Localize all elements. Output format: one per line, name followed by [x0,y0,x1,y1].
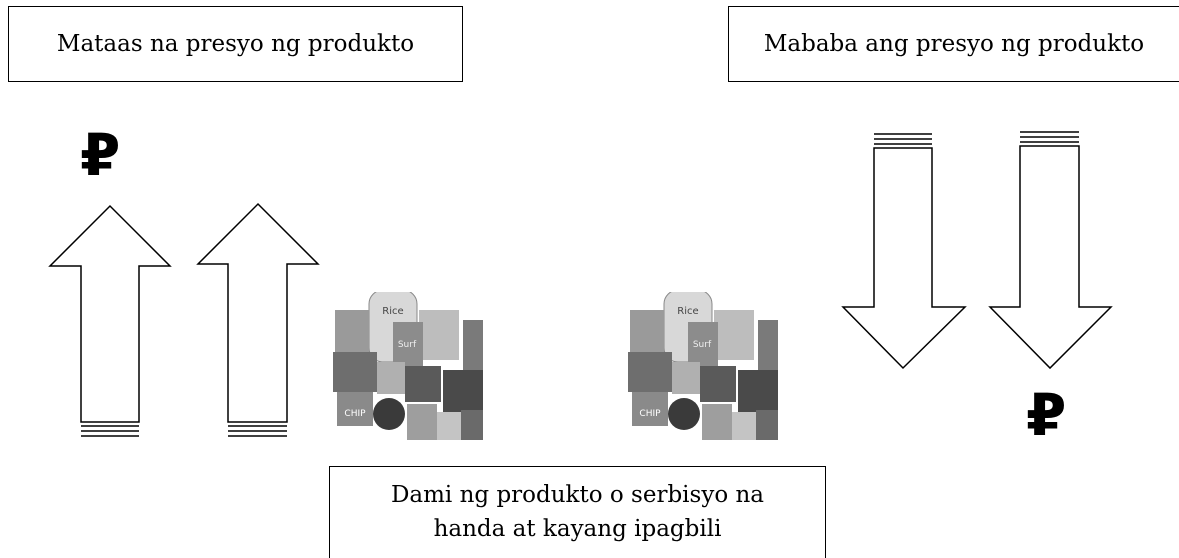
grocery-products-icon: Rice Surf CHIP [333,292,485,442]
svg-text:Rice: Rice [382,306,403,317]
svg-text:Surf: Surf [693,340,712,350]
low-price-box: Mababa ang presyo ng produkto [728,6,1179,82]
up-arrow-1 [48,204,172,437]
peso-sign-high: ₽ [80,121,121,189]
low-price-label: Mababa ang presyo ng produkto [763,31,1145,57]
down-arrow-2 [988,131,1113,370]
up-arrow-2 [196,202,320,437]
high-price-label: Mataas na presyo ng produkto [56,31,415,57]
down-arrow-1 [841,133,967,370]
products-image-left: Rice Surf CHIP [333,292,485,442]
grocery-products-icon: Rice Surf CHIP [628,292,780,442]
peso-sign-low: ₽ [1026,381,1067,449]
svg-text:CHIP: CHIP [639,409,661,419]
high-price-box: Mataas na presyo ng produkto [8,6,463,82]
svg-text:CHIP: CHIP [344,409,366,419]
quantity-label-line1: Dami ng produkto o serbisyo na [390,482,765,509]
quantity-label-line2: handa at kayang ipagbili [433,515,722,542]
svg-text:Surf: Surf [398,340,417,350]
products-image-right: Rice Surf CHIP [628,292,780,442]
quantity-box: Dami ng produkto o serbisyo na handa at … [329,466,826,558]
svg-text:Rice: Rice [677,306,698,317]
